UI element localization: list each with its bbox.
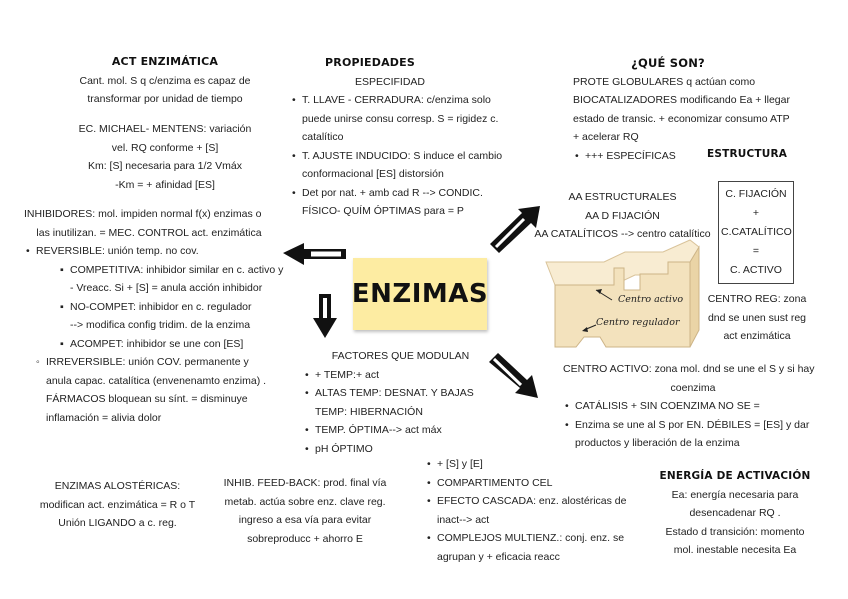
estructura-line: C. FIJACIÓN — [725, 188, 787, 200]
propiedades-section: PROPIEDADES ESPECIFIDAD T. LLAVE - CERRA… — [290, 54, 510, 221]
michaelis-line: EC. MICHAEL- MENTENS: variación — [78, 123, 252, 135]
factores-section: FACTORES QUE MODULAN + TEMP:+ act ALTAS … — [303, 347, 503, 458]
centro-activo-label: Centro activo — [618, 294, 684, 305]
regulacion-item: COMPARTIMENTO CEL — [425, 474, 630, 493]
feedback-section: INHIB. FEED-BACK: prod. final vía metab.… — [215, 474, 395, 548]
estructura-line: C. ACTIVO — [730, 264, 782, 276]
irreversible-item: IRREVERSIBLE: unión COV. permanente yanu… — [34, 353, 289, 427]
estructura-line: C.CATALÍTICO — [721, 226, 792, 238]
michaelis-line: Km: [S] necesaria para 1/2 Vmáx — [87, 160, 243, 172]
regulacion-item: COMPLEJOS MULTIENZ.: conj. enz. seagrupa… — [425, 529, 630, 566]
centro-regulador-label: Centro regulador — [596, 317, 680, 328]
energia-section: ENERGÍA DE ACTIVACIÓN Ea: energía necesa… — [650, 467, 820, 560]
energia-line: desencadenar RQ . — [689, 507, 781, 519]
act-enzimatica-line: Cant. mol. S q c/enzima es capaz de — [79, 74, 251, 87]
propiedades-item: Det por nat. + amb cad R --> CONDIC.FÍSI… — [290, 184, 510, 221]
que-son-line: BIOCATALIZADORES modificando Ea + llegar — [573, 94, 790, 106]
centro-activo-item: CATÁLISIS + SIN COENZIMA NO SE = — [563, 397, 823, 416]
energia-heading: ENERGÍA DE ACTIVACIÓN — [659, 470, 811, 482]
act-enzimatica-heading: ACT ENZIMÁTICA — [111, 55, 219, 68]
centro-activo-section: CENTRO ACTIVO: zona mol. dnd se une el S… — [563, 360, 823, 453]
enzyme-structure-diagram — [545, 239, 700, 348]
estructura-box: C. FIJACIÓN + C.CATALÍTICO = C. ACTIVO — [718, 181, 794, 284]
alostericas-line: ENZIMAS ALOSTÉRICAS: — [54, 480, 181, 492]
arrow-left-icon — [283, 243, 346, 265]
inhibidores-intro: las inutilizan. = MEC. CONTROL act. enzi… — [36, 226, 262, 239]
centro-reg-line: act enzimática — [723, 330, 791, 342]
energia-line: Ea: energía necesaria para — [671, 488, 799, 501]
factores-item: + TEMP:+ act — [303, 366, 503, 385]
centro-reg-section: CENTRO REG: zona dnd se unen sust reg ac… — [707, 290, 807, 346]
arrow-up-right-icon — [490, 206, 540, 253]
competitiva-item: COMPETITIVA: inhibidor similar en c. act… — [58, 261, 289, 298]
centro-activo-item: Enzima se une al S por EN. DÉBILES = [ES… — [563, 416, 823, 453]
arrow-down-right-icon — [489, 353, 538, 398]
inhibidores-section: INHIBIDORES: mol. impiden normal f(x) en… — [24, 205, 289, 427]
energia-line: mol. inestable necesita Ea — [673, 544, 797, 556]
centro-reg-line: CENTRO REG: zona — [707, 293, 807, 305]
feedback-line: metab. actúa sobre enz. clave reg. — [224, 495, 386, 508]
arrow-down-icon — [313, 294, 337, 338]
acompet-item: ACOMPET: inhibidor se une con [ES] — [58, 335, 289, 354]
que-son-line: estado de transic. + economizar consumo … — [573, 112, 790, 125]
aa-line: AA CATALÍTICOS --> centro catalítico — [534, 228, 711, 240]
estructura-heading: ESTRUCTURA — [707, 148, 788, 160]
que-son-section: ¿QUÉ SON? PROTE GLOBULARES q actúan como… — [573, 54, 798, 165]
inhibidores-intro: INHIBIDORES: mol. impiden normal f(x) en… — [24, 208, 262, 220]
aa-line: AA D FIJACIÓN — [585, 209, 660, 222]
propiedades-heading: PROPIEDADES — [325, 56, 415, 69]
aa-line: AA ESTRUCTURALES — [568, 191, 677, 203]
michaelis-line: vel. RQ conforme + [S] — [111, 141, 219, 154]
no-compet-item: NO-COMPET: inhibidor en c. regulador--> … — [58, 298, 289, 335]
act-enzimatica-line: transformar por unidad de tiempo — [87, 93, 243, 105]
michaelis-line: -Km = + afinidad [ES] — [115, 178, 215, 191]
factores-item: pH ÓPTIMO — [303, 440, 503, 459]
especificas-item: +++ ESPECÍFICAS — [573, 147, 798, 166]
aa-section: AA ESTRUCTURALES AA D FIJACIÓN AA CATALÍ… — [530, 188, 715, 244]
alostericas-line: modifican act. enzimática = R o T — [39, 498, 196, 511]
que-son-heading: ¿QUÉ SON? — [631, 56, 705, 70]
reversible-item: REVERSIBLE: unión temp. no cov. COMPETIT… — [24, 242, 289, 353]
centro-activo-line: coenzima — [670, 381, 716, 394]
title-sticky-note: ENZIMAS — [351, 258, 489, 330]
que-son-line: PROTE GLOBULARES q actúan como — [573, 75, 756, 88]
feedback-line: INHIB. FEED-BACK: prod. final vía — [223, 477, 387, 489]
alostericas-line: Unión LIGANDO a c. reg. — [58, 517, 177, 529]
estructura-line: + — [752, 207, 760, 219]
page-title: ENZIMAS — [351, 279, 489, 309]
propiedades-item: T. LLAVE - CERRADURA: c/enzima solopuede… — [290, 91, 510, 147]
regulacion-item: EFECTO CASCADA: enz. alostéricas deinact… — [425, 492, 630, 529]
especifidad-subheading: ESPECIFIDAD — [354, 75, 425, 88]
propiedades-item: T. AJUSTE INDUCIDO: S induce el cambioco… — [290, 147, 510, 184]
energia-line: Estado d transición: momento — [665, 525, 805, 538]
regulacion-item: + [S] y [E] — [425, 455, 630, 474]
centro-activo-line: CENTRO ACTIVO: zona mol. dnd se une el S… — [563, 363, 815, 375]
que-son-line: + acelerar RQ — [573, 131, 639, 143]
factores-item: TEMP. ÓPTIMA--> act máx — [303, 421, 503, 440]
centro-reg-line: dnd se unen sust reg — [707, 311, 807, 324]
factores-heading: FACTORES QUE MODULAN — [331, 350, 470, 362]
regulacion-section: + [S] y [E] COMPARTIMENTO CEL EFECTO CAS… — [425, 455, 630, 566]
estructura-line: = — [752, 245, 760, 257]
michaelis-section: EC. MICHAEL- MENTENS: variación vel. RQ … — [30, 120, 300, 194]
alostericas-section: ENZIMAS ALOSTÉRICAS: modifican act. enzi… — [30, 477, 205, 533]
feedback-line: ingreso a esa vía para evitar — [238, 514, 372, 526]
feedback-line: sobreproducc + ahorro E — [247, 532, 363, 545]
act-enzimatica-section: ACT ENZIMÁTICA Cant. mol. S q c/enzima e… — [40, 53, 290, 109]
